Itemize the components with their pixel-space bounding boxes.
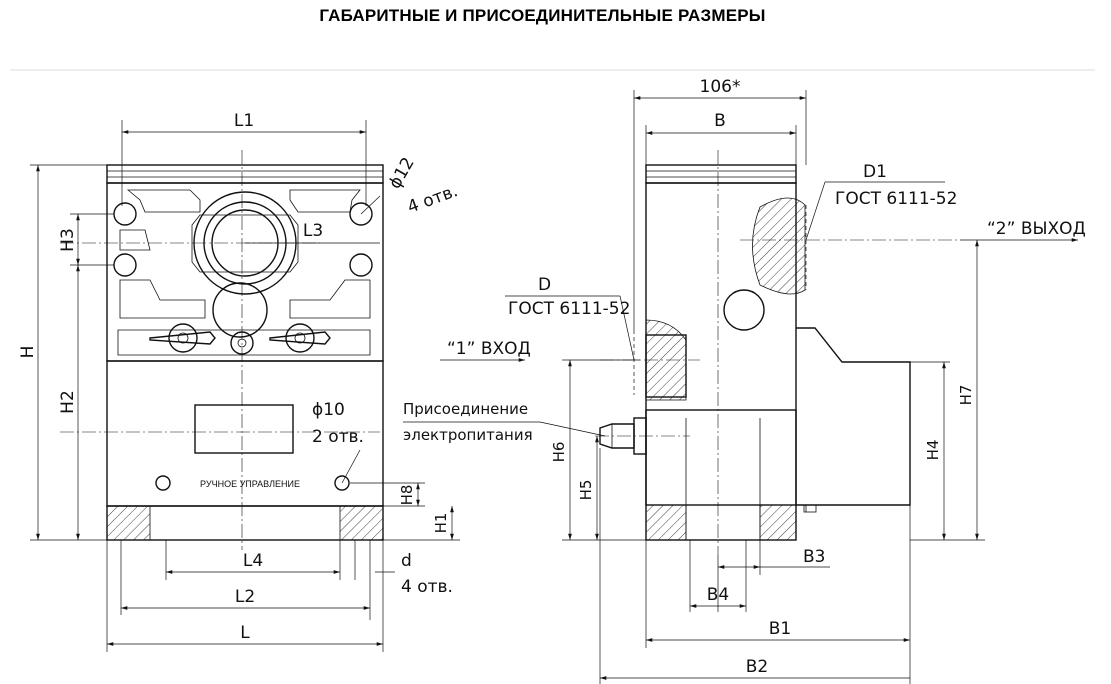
dim-H: H bbox=[18, 346, 38, 359]
dim-panel-hole-count: 2 отв. bbox=[312, 427, 364, 447]
mount-hole-mid-right-icon bbox=[349, 253, 373, 277]
mount-hole-top-left-icon bbox=[113, 202, 137, 226]
dim-B3: B3 bbox=[803, 547, 825, 567]
dim-overall-width: 106* bbox=[700, 77, 741, 97]
adjust-screw-right-icon bbox=[285, 323, 315, 353]
port-d1-standard: ГОСТ 6111-52 bbox=[835, 189, 957, 209]
dim-L2: L2 bbox=[235, 587, 255, 607]
port-d1-name: D1 bbox=[863, 162, 887, 182]
mount-hole-top-right-icon bbox=[349, 202, 373, 226]
nameplate bbox=[194, 404, 294, 454]
dim-H3: H3 bbox=[58, 228, 78, 252]
manual-control-label: РУЧНОЕ УПРАВЛЕНИЕ bbox=[200, 479, 300, 489]
adjust-screw-left-icon bbox=[168, 323, 198, 353]
dim-base-hole-count: 4 отв. bbox=[401, 577, 453, 597]
dim-H7: H7 bbox=[957, 385, 975, 406]
dim-L3: L3 bbox=[303, 221, 323, 241]
dim-top-hole-dia: ϕ12 bbox=[385, 154, 419, 192]
front-view-dimensions: L1 L3 ϕ12 4 отв. H H3 H2 ϕ10 2 отв. H8 H… bbox=[18, 111, 461, 652]
port-d-name: D bbox=[538, 275, 551, 295]
outlet-label: “2” ВЫХОД bbox=[987, 219, 1086, 239]
dim-H2: H2 bbox=[58, 390, 78, 414]
side-view-dimensions: 106* B D1 ГОСТ 6111-52 “2” ВЫХОД D ГОСТ … bbox=[403, 77, 1086, 684]
front-view: РУЧНОЕ УПРАВЛЕНИЕ bbox=[60, 150, 384, 550]
power-label-line2: электропитания bbox=[403, 426, 533, 444]
dim-B2: B2 bbox=[746, 657, 768, 677]
page-title: ГАБАРИТНЫЕ И ПРИСОЕДИНИТЕЛЬНЫЕ РАЗМЕРЫ bbox=[319, 6, 766, 25]
dim-d: d bbox=[401, 551, 412, 571]
dim-L1: L1 bbox=[234, 111, 254, 131]
side-view bbox=[595, 150, 960, 555]
inlet-label: “1” ВХОД bbox=[447, 339, 531, 359]
dim-B1: B1 bbox=[769, 619, 791, 639]
dim-B: B bbox=[714, 111, 726, 131]
panel-hole-right-icon bbox=[334, 475, 350, 491]
dim-L: L bbox=[240, 623, 250, 643]
dim-H5: H5 bbox=[577, 480, 595, 501]
port-d-standard: ГОСТ 6111-52 bbox=[508, 299, 630, 319]
dim-L4: L4 bbox=[243, 551, 263, 571]
dim-top-hole-count: 4 отв. bbox=[405, 181, 461, 218]
dim-H8: H8 bbox=[398, 485, 416, 506]
mount-hole-mid-left-icon bbox=[113, 253, 137, 277]
dim-panel-hole-dia: ϕ10 bbox=[312, 400, 345, 420]
side-port-hole-icon bbox=[723, 289, 765, 331]
panel-hole-left-icon bbox=[155, 475, 171, 491]
dim-H1: H1 bbox=[432, 513, 450, 534]
dim-B4: B4 bbox=[707, 585, 729, 605]
power-label-line1: Присоединение bbox=[403, 400, 528, 418]
dim-H6: H6 bbox=[550, 442, 568, 463]
dim-H4: H4 bbox=[924, 440, 942, 461]
